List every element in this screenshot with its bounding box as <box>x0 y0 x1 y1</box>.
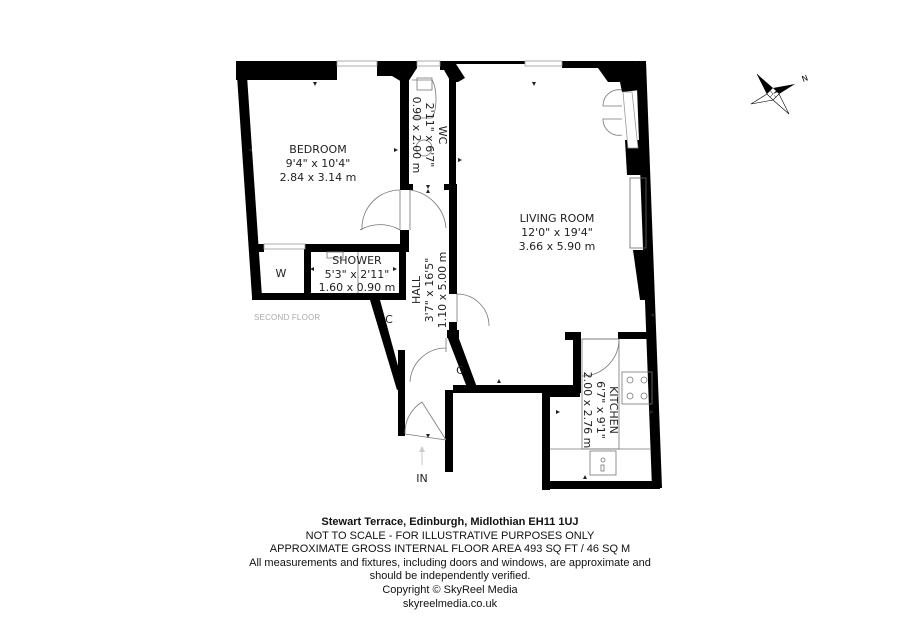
svg-text:3.66 x 5.90 m: 3.66 x 5.90 m <box>519 240 596 253</box>
cupboard-label-c2: C <box>456 364 464 377</box>
website: skyreelmedia.co.uk <box>402 597 498 610</box>
room-label-shower: SHOWER 5'3" x 2'11" 1.60 x 0.90 m <box>319 254 396 294</box>
compass-icon: N <box>750 73 810 115</box>
svg-text:N: N <box>801 73 810 84</box>
floor-area: APPROXIMATE GROSS INTERNAL FLOOR AREA 49… <box>269 543 631 556</box>
svg-text:HALL: HALL <box>410 275 423 304</box>
disclaimer-line-1: All measurements and fixtures, including… <box>249 556 651 569</box>
disclaimer-line-2: should be independently verified. <box>369 570 531 583</box>
measurement-ticks <box>248 82 654 479</box>
walls <box>236 61 662 490</box>
svg-text:6'7" x 9'1": 6'7" x 9'1" <box>594 381 607 439</box>
fixtures <box>326 77 653 476</box>
svg-text:2.00 x 2.76 m: 2.00 x 2.76 m <box>581 372 594 449</box>
svg-text:SHOWER: SHOWER <box>332 254 382 267</box>
svg-text:KITCHEN: KITCHEN <box>607 386 620 434</box>
svg-text:1.10 x 5.00 m: 1.10 x 5.00 m <box>436 252 449 329</box>
room-label-wc: WC 2'11" x 6'7" 0.90 x 2.00 m <box>410 97 449 174</box>
room-label-kitchen: KITCHEN 6'7" x 9'1" 2.00 x 2.76 m <box>581 372 620 449</box>
svg-text:0.90 x 2.00 m: 0.90 x 2.00 m <box>410 97 423 174</box>
cupboard-label-c1: C <box>385 313 393 326</box>
svg-text:WC: WC <box>436 126 449 145</box>
svg-text:9'4" x 10'4": 9'4" x 10'4" <box>286 157 351 170</box>
svg-text:1.60 x 0.90 m: 1.60 x 0.90 m <box>319 281 396 294</box>
room-label-hall: HALL 3'7" x 16'5" 1.10 x 5.00 m <box>410 252 449 329</box>
svg-text:BEDROOM: BEDROOM <box>289 143 346 156</box>
room-label-living-room: LIVING ROOM 12'0" x 19'4" 3.66 x 5.90 m <box>519 212 596 253</box>
copyright: Copyright © SkyReel Media <box>382 583 518 596</box>
windows <box>263 60 639 250</box>
property-address: Stewart Terrace, Edinburgh, Midlothian E… <box>321 516 579 528</box>
entrance-label: IN <box>416 472 427 485</box>
footer-notes: Stewart Terrace, Edinburgh, Midlothian E… <box>0 516 900 611</box>
floor-label: SECOND FLOOR <box>254 313 320 322</box>
cupboard-label-w: W <box>276 267 287 280</box>
svg-text:2'11" x 6'7": 2'11" x 6'7" <box>423 103 436 168</box>
svg-text:LIVING ROOM: LIVING ROOM <box>520 212 595 225</box>
room-label-bedroom: BEDROOM 9'4" x 10'4" 2.84 x 3.14 m <box>280 143 357 184</box>
svg-text:5'3" x 2'11": 5'3" x 2'11" <box>325 268 390 281</box>
scale-note: NOT TO SCALE - FOR ILLUSTRATIVE PURPOSES… <box>305 529 595 542</box>
svg-text:2.84 x 3.14 m: 2.84 x 3.14 m <box>280 171 357 184</box>
svg-text:3'7" x 16'5": 3'7" x 16'5" <box>423 258 436 323</box>
svg-text:12'0" x 19'4": 12'0" x 19'4" <box>521 226 593 239</box>
